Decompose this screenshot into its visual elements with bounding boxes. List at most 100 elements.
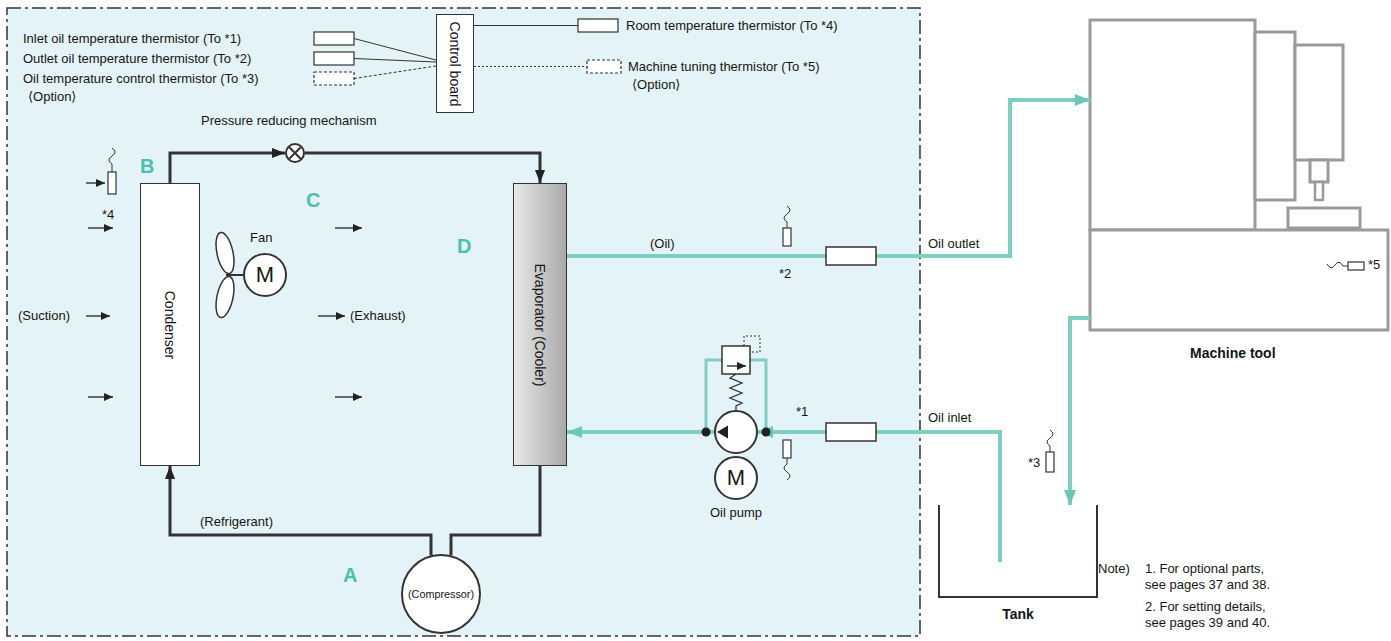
machine-spindle xyxy=(1310,160,1328,182)
valve-cross-line xyxy=(289,147,300,158)
air-arrow xyxy=(335,227,362,228)
thermistor-symbol xyxy=(314,32,354,45)
oil-line xyxy=(567,100,1090,256)
unit-housing xyxy=(7,8,920,636)
air-arrow xyxy=(88,227,113,228)
node-label: Evaporator (Cooler) xyxy=(532,263,548,386)
junction-dot xyxy=(762,428,771,437)
machine-tool: Machine tool xyxy=(1090,20,1388,330)
node-heading: Oil pump xyxy=(710,506,762,521)
annotation-text: ⟨Option⟩ xyxy=(632,77,680,93)
valve-arrow xyxy=(727,365,746,366)
signal-wire xyxy=(354,59,436,63)
valve-cross xyxy=(287,145,303,161)
control-board: Control board xyxy=(436,14,474,113)
node-label: Condenser xyxy=(162,290,178,359)
valve-spring xyxy=(730,374,742,411)
annotation-text: Oil inlet xyxy=(928,410,971,426)
node-label: Pressure reducing mechanism xyxy=(201,114,377,129)
compressor: (Compressor) xyxy=(401,554,481,634)
section-letter: A xyxy=(343,563,357,587)
annotation-text: Note) xyxy=(1098,561,1130,577)
machine-column xyxy=(1090,20,1255,230)
machine-carriage xyxy=(1255,32,1295,200)
thermistor-symbol xyxy=(108,172,116,194)
thermistor-symbol xyxy=(314,52,354,65)
condenser-box: Condenser xyxy=(140,183,200,466)
air-arrow xyxy=(86,182,105,183)
sensor-wire xyxy=(1327,262,1348,268)
line-label: (Refrigerant) xyxy=(200,514,273,530)
line-label: (Oil) xyxy=(650,236,675,252)
oil-line xyxy=(1070,318,1090,505)
annotation-text: Machine tuning thermistor (To *5) xyxy=(628,59,819,75)
node-label: (Compressor) xyxy=(408,588,474,600)
valve-cross-line xyxy=(289,147,300,158)
annotation-text: Room temperature thermistor (To *4) xyxy=(626,18,838,34)
signal-wire xyxy=(354,39,436,61)
refrigerant-line xyxy=(305,153,540,183)
oil-port xyxy=(826,247,876,265)
sensor-wire xyxy=(784,458,790,480)
node-label: M xyxy=(256,262,274,287)
callout-number: *5 xyxy=(1368,257,1380,273)
signal-wire xyxy=(474,25,578,26)
node-label: M xyxy=(727,465,745,491)
section-letter: D xyxy=(457,234,471,258)
signal-wire xyxy=(474,66,587,67)
air-arrow xyxy=(318,315,345,316)
thermistor-symbol xyxy=(1348,262,1364,270)
thermistor-symbol xyxy=(587,60,621,73)
junction-dot xyxy=(702,428,711,437)
thermistor-symbol xyxy=(578,19,618,32)
refrigerant-line xyxy=(170,466,431,556)
refrigerant-line xyxy=(170,153,285,183)
callout-number: *3 xyxy=(1028,455,1040,471)
sensor-wire xyxy=(1047,430,1053,452)
callout-number: *2 xyxy=(779,266,791,282)
annotation-text: Inlet oil temperature thermistor (To *1) xyxy=(23,31,241,47)
annotation-text: 1. For optional parts, see pages 37 and … xyxy=(1145,561,1279,592)
thermistor-symbol xyxy=(314,72,354,85)
annotation-text: Outlet oil temperature thermistor (To *2… xyxy=(23,51,251,67)
section-letter: C xyxy=(306,188,320,212)
oil-port xyxy=(826,423,876,441)
suction-pipe xyxy=(998,505,1002,562)
air-arrow xyxy=(86,315,110,316)
callout-number: *1 xyxy=(796,404,808,420)
machine-head xyxy=(1295,45,1343,160)
sensor-wire xyxy=(109,148,115,172)
machine-table xyxy=(1288,208,1360,228)
annotation-text: (Suction) xyxy=(18,308,70,324)
annotation-text: Oil outlet xyxy=(928,236,979,252)
air-arrow xyxy=(335,396,362,397)
refrigerant-line xyxy=(451,466,540,556)
sensor-wire xyxy=(784,206,790,228)
fan-motor: MFan xyxy=(243,253,287,297)
thermistor-symbol xyxy=(1046,452,1054,472)
motor-circle xyxy=(715,457,757,499)
air-arrow xyxy=(88,396,113,397)
node-heading: Fan xyxy=(250,231,272,246)
pump-triangle xyxy=(717,426,728,439)
fan-blade xyxy=(213,275,237,319)
evaporator-box: Evaporator (Cooler) xyxy=(513,183,567,466)
machine-base xyxy=(1090,230,1388,330)
thermistor-symbol xyxy=(783,228,791,246)
oil-pump: MOil pump xyxy=(714,410,758,500)
oil-line xyxy=(567,430,714,434)
relief-valve xyxy=(722,346,750,374)
oil-line xyxy=(758,432,1000,505)
node-label: Tank xyxy=(1002,606,1034,622)
pump-circle xyxy=(715,411,757,453)
oil-tank: Tank xyxy=(938,505,1098,598)
pressure-reducing-valve: Pressure reducing mechanism xyxy=(285,143,305,163)
fan-blade xyxy=(213,231,237,275)
signal-wire xyxy=(354,66,436,79)
machine-tool-bit xyxy=(1315,182,1323,200)
annotation-text: ⟨Option⟩ xyxy=(28,89,76,105)
